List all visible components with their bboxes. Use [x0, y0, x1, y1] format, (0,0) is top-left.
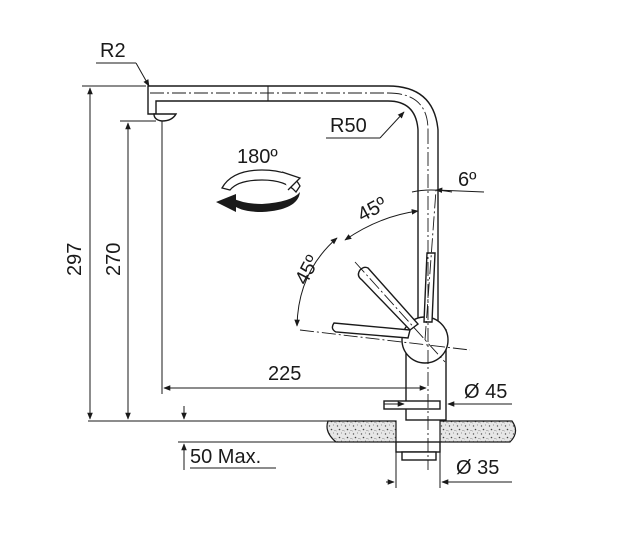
dim-297: 297: [64, 85, 146, 420]
rotation-upper-arrowhead: [281, 171, 302, 191]
dim-35-label: Ø 35: [456, 457, 499, 479]
shank-nut: [395, 441, 441, 453]
rotation-upper-band: [221, 169, 301, 194]
lever-diagonal-centerline: [354, 261, 446, 363]
dim-hole-diameter: Ø 35: [386, 452, 512, 488]
worktop: [88, 420, 517, 443]
lever-upright-position: [423, 252, 436, 323]
lever-lower-position: [331, 322, 411, 339]
base-flange: [383, 400, 441, 410]
worktop-right-section: [439, 420, 517, 443]
rotation-lower-band: [232, 192, 300, 212]
r50-leader-arrow: [379, 111, 405, 139]
lever-angle-lower-arc: [294, 237, 338, 327]
dim-tilt: 6º: [411, 169, 485, 194]
dim-297-label: 297: [64, 243, 86, 276]
tilt-extension: [435, 187, 485, 194]
centerlines: [150, 92, 471, 470]
lever-angle-upper-arc: [344, 209, 419, 241]
spout-nozzle: [153, 113, 178, 122]
rotation-label: 180º: [237, 146, 278, 168]
shank-nut-lower: [401, 451, 437, 461]
dim-45-label: Ø 45: [464, 381, 507, 403]
dim-225-label: 225: [268, 363, 301, 385]
dim-225: 225: [161, 121, 427, 394]
ball-horizontal-centerline: [299, 329, 471, 351]
tilt-label: 6º: [458, 169, 477, 191]
dim-max-thickness: 50 Max.: [178, 406, 336, 470]
rotation-lower-arrowhead: [216, 194, 236, 212]
worktop-left-section: [326, 420, 397, 443]
dim-50-label: 50 Max.: [190, 446, 261, 468]
dim-body-diameter: Ø 45: [384, 381, 512, 407]
r50-label: R50: [330, 115, 367, 137]
dim-r50: R50: [326, 111, 405, 139]
dim-r2: R2: [96, 40, 150, 87]
dim-270: 270: [103, 120, 156, 420]
r2-leader-arrow: [135, 62, 150, 87]
dim-270-label: 270: [103, 243, 125, 276]
lever-angle-upper-label: 45º: [354, 193, 391, 227]
tilt-centerline: [424, 189, 437, 341]
r2-label: R2: [100, 40, 126, 62]
spout-bend-centerline: [387, 92, 429, 131]
rotate-180-arrow-icon: 180º: [216, 146, 302, 212]
tilt-arc: [411, 189, 453, 193]
